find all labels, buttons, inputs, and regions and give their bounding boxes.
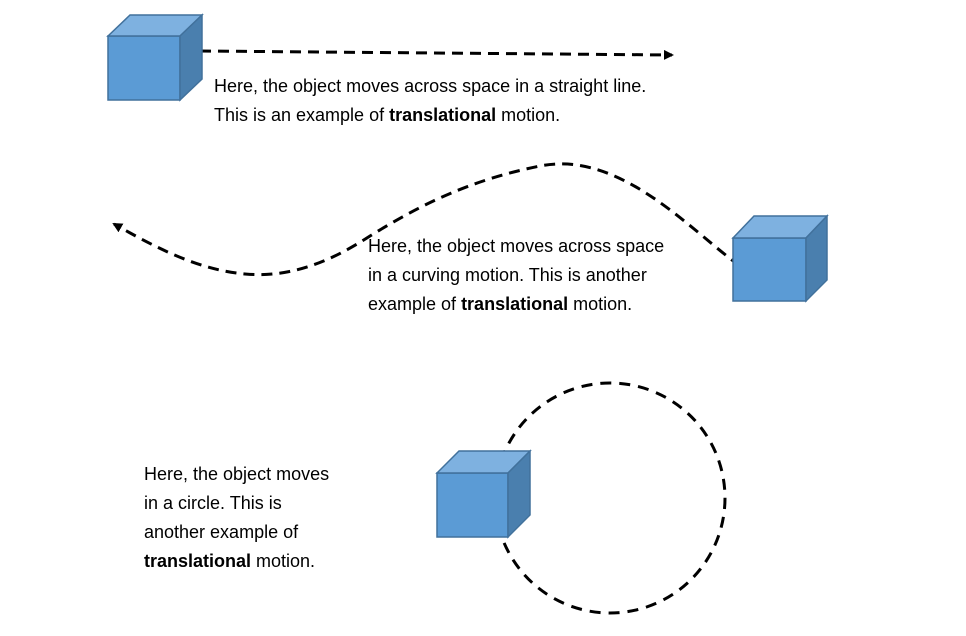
- cube-front-face: [107, 35, 181, 101]
- caption-line: Here, the object moves: [144, 460, 329, 489]
- emphasis-term: translational: [461, 294, 569, 314]
- cube-side-face: [805, 214, 828, 303]
- caption-text: motion.: [496, 105, 561, 125]
- caption-text: another example of: [144, 522, 299, 542]
- caption-line: This is an example of translational moti…: [214, 101, 646, 130]
- caption-text: Here, the object moves across space: [368, 236, 665, 256]
- caption-line: Here, the object moves across space in a…: [214, 72, 646, 101]
- cube-icon-straight: [106, 13, 204, 102]
- cube-front-face: [436, 472, 509, 538]
- curving-motion-caption: Here, the object moves across space in a …: [368, 232, 664, 319]
- straight-line-caption: Here, the object moves across space in a…: [214, 72, 646, 130]
- caption-line: Here, the object moves across space: [368, 232, 664, 261]
- caption-text: motion.: [568, 294, 633, 314]
- caption-text: Here, the object moves: [144, 464, 330, 484]
- cube-front-face: [732, 237, 807, 302]
- caption-line: example of translational motion.: [368, 290, 664, 319]
- caption-text: Here, the object moves across space in a…: [214, 76, 647, 96]
- circular-path: [493, 381, 727, 615]
- caption-line: translational motion.: [144, 547, 329, 576]
- caption-text: example of: [368, 294, 462, 314]
- caption-line: in a circle. This is: [144, 489, 329, 518]
- cube-side-face: [179, 13, 203, 102]
- straight-path-arrow: [199, 49, 674, 60]
- caption-text: in a circle. This is: [144, 493, 282, 513]
- caption-line: in a curving motion. This is another: [368, 261, 664, 290]
- circular-motion-caption: Here, the object moves in a circle. This …: [144, 460, 329, 576]
- cube-side-face: [507, 449, 531, 539]
- caption-text: motion.: [251, 551, 316, 571]
- cube-icon-circular: [435, 449, 532, 539]
- cube-icon-curved: [731, 214, 829, 303]
- emphasis-term: translational: [144, 551, 252, 571]
- caption-text: in a curving motion. This is another: [368, 265, 647, 285]
- caption-text: This is an example of: [214, 105, 390, 125]
- caption-line: another example of: [144, 518, 329, 547]
- emphasis-term: translational: [389, 105, 497, 125]
- curved-path-arrow: [112, 162, 741, 277]
